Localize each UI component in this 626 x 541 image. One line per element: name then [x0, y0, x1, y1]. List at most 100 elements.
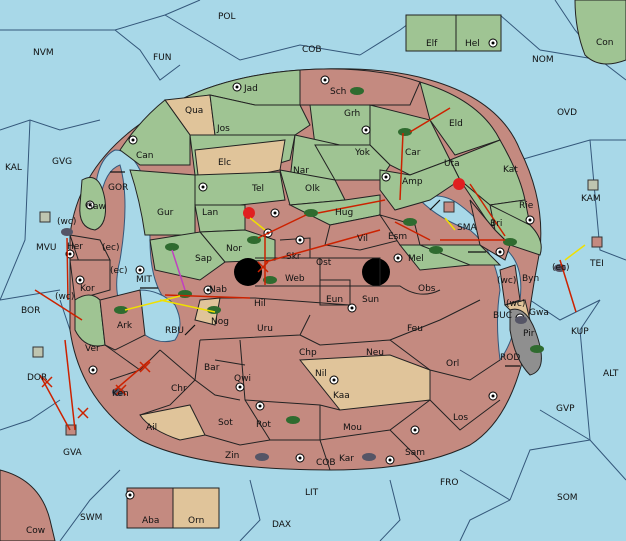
province-ail[interactable] [139, 404, 206, 441]
label-sam: Sam [405, 448, 425, 458]
sea-label-gor: GOR [108, 183, 128, 193]
impassable-east [362, 258, 390, 286]
label-hel: Hel [465, 39, 480, 49]
sea-label-sma: SMA [457, 223, 477, 233]
label-bri: Bri [490, 219, 502, 229]
label-vil: Vil [357, 234, 368, 244]
coast-tag-gwa-wc: (wc) [506, 299, 525, 309]
convoy-orders [171, 249, 186, 291]
label-mel: Mel [408, 254, 424, 264]
province-sch[interactable] [299, 68, 421, 106]
province-labels: Con Elf Hel Jad Sch Qua Jos Grh Eld Can … [26, 38, 614, 536]
label-esm: Esm [388, 232, 407, 242]
army-unit [286, 416, 300, 424]
label-jos: Jos [216, 124, 230, 134]
label-web: Web [285, 274, 305, 284]
label-kar: Kar [339, 454, 354, 464]
sea-label-som: SOM [557, 493, 578, 503]
coast-tag-kor-ec: (ec) [110, 266, 128, 276]
support-orders [124, 217, 586, 313]
army-unit [247, 236, 261, 244]
label-nar: Nar [293, 166, 309, 176]
army-unit [398, 128, 412, 136]
label-uru: Uru [257, 324, 273, 334]
label-kaa: Kaa [333, 391, 350, 401]
label-nog: Nog [211, 317, 229, 327]
province-cow[interactable] [0, 469, 56, 541]
province-byn[interactable] [499, 264, 521, 306]
supply-centers [65, 38, 535, 500]
impassable-west [234, 258, 262, 286]
label-orn: Orn [188, 516, 204, 526]
label-elf: Elf [426, 39, 438, 49]
army-unit [114, 306, 128, 314]
label-orl: Orl [446, 359, 459, 369]
sea-label-cob: COB [302, 45, 322, 55]
province-pir[interactable] [509, 308, 542, 376]
label-gaw: Gaw [86, 202, 106, 212]
province-eld[interactable] [419, 81, 501, 156]
label-tel: Tel [251, 184, 264, 194]
label-skr: Skr [286, 252, 301, 262]
label-kor: Kor [80, 284, 95, 294]
province-orn[interactable] [172, 487, 220, 529]
sea-label-rod: ROD [500, 353, 520, 363]
label-ver: Ver [85, 344, 100, 354]
army-unit [350, 87, 364, 95]
label-lan: Lan [202, 208, 218, 218]
coast-tag-byn-wc: (wc) [497, 276, 516, 286]
province-grh[interactable] [309, 104, 371, 146]
province-aba[interactable] [126, 487, 174, 529]
label-con: Con [596, 38, 614, 48]
province-rie[interactable] [489, 204, 542, 256]
sea-label-buc: BUC [493, 311, 512, 321]
province-can[interactable] [119, 99, 191, 166]
coast-tags: (wc) (ec) (ec) (wc) (wc) (ec) (wc) [55, 217, 570, 309]
province-ark[interactable] [99, 289, 146, 351]
province-tel[interactable] [194, 171, 286, 206]
label-sun: Sun [362, 295, 379, 305]
province-nog[interactable] [194, 297, 221, 326]
label-kat: Kat [503, 165, 518, 175]
sea-label-nvm: NVM [33, 48, 54, 58]
sea-label-alt: ALT [603, 369, 619, 379]
label-jad: Jad [243, 84, 258, 94]
province-vil[interactable] [324, 214, 401, 251]
label-eun: Eun [326, 295, 343, 305]
label-ken: Ken [112, 389, 129, 399]
sea-label-kal: KAL [5, 163, 22, 173]
label-zin: Zin [225, 451, 239, 461]
label-byn: Byn [522, 274, 539, 284]
province-con[interactable] [574, 0, 626, 65]
label-gur: Gur [157, 208, 174, 218]
army-unit [178, 290, 192, 298]
label-hug: Hug [335, 208, 353, 218]
sea-label-gvp: GVP [556, 404, 575, 414]
fleet-unit [61, 228, 73, 236]
label-sch: Sch [330, 87, 346, 97]
sea-label-dor: DOR [27, 373, 47, 383]
label-qua: Qua [185, 106, 203, 116]
double-arrows [110, 171, 520, 367]
sea-label-cob-south: COB [316, 458, 336, 468]
sea-label-tei: TEI [589, 259, 604, 269]
label-nab: Nab [209, 285, 227, 295]
province-kor[interactable] [69, 259, 111, 301]
army-unit [429, 246, 443, 254]
label-chp: Chp [299, 348, 317, 358]
label-rie: Rie [519, 201, 534, 211]
army-unit [403, 218, 417, 226]
label-feu: Feu [407, 324, 423, 334]
sea-label-gvg: GVG [52, 157, 72, 167]
army-unit [304, 209, 318, 217]
dislodged-marker [453, 178, 465, 190]
sea-label-mvu: MVU [36, 243, 57, 253]
sea-label-gva: GVA [63, 448, 83, 458]
sea-label-nom: NOM [532, 55, 554, 65]
coast-tag-kor-wc: (wc) [55, 292, 74, 302]
label-ark: Ark [117, 321, 133, 331]
sea-label-rbu: RBU [165, 326, 184, 336]
label-rot: Rot [256, 420, 271, 430]
